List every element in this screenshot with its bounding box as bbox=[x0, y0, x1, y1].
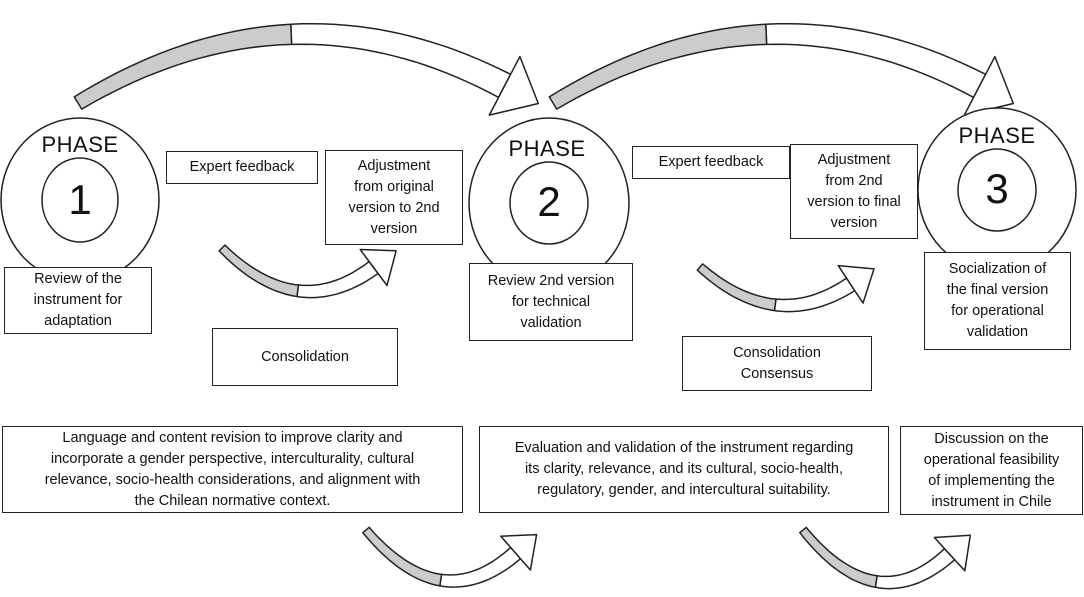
arrow-phase1-loop bbox=[218, 244, 397, 299]
phase-2-review-box: Review 2nd version for technical validat… bbox=[469, 263, 633, 341]
phase-1-description-box: Language and content revision to improve… bbox=[2, 426, 463, 513]
phase-1-expert-feedback-box: Expert feedback bbox=[166, 151, 318, 184]
phase-1-inner-circle bbox=[41, 157, 119, 243]
phase-3-review-box: Socialization of the final version for o… bbox=[924, 252, 1071, 350]
phase-2-consolidation-box: Consolidation Consensus bbox=[682, 336, 872, 391]
phase-2-description-box: Evaluation and validation of the instrum… bbox=[479, 426, 889, 513]
phase-1-review-box: Review of the instrument for adaptation bbox=[4, 267, 152, 334]
arrow-phase2-to-phase3 bbox=[548, 22, 1015, 116]
phase-2-number: 2 bbox=[537, 178, 561, 225]
arrow-phase2-loop bbox=[696, 263, 875, 313]
phase-1-label: PHASE bbox=[41, 132, 119, 157]
arrow-phase1-to-phase2 bbox=[73, 22, 540, 116]
phase-1-consolidation-box: Consolidation bbox=[212, 328, 398, 386]
phase-3-label: PHASE bbox=[958, 123, 1036, 148]
arrow-bottom-2-to-3 bbox=[799, 526, 972, 590]
phase-2-expert-feedback-box: Expert feedback bbox=[632, 146, 790, 179]
phase-circles bbox=[0, 107, 1077, 289]
phase-2-adjustment-box: Adjustment from 2nd version to final ver… bbox=[790, 144, 918, 239]
phase-2-inner-circle bbox=[509, 161, 589, 245]
phase-3-number: 3 bbox=[985, 165, 1009, 212]
phase-1-number: 1 bbox=[68, 176, 92, 223]
phase-2-label: PHASE bbox=[508, 136, 586, 161]
arrow-bottom-1-to-2 bbox=[362, 526, 538, 588]
curved-arrows bbox=[73, 22, 1015, 590]
phase-1-adjustment-box: Adjustment from original version to 2nd … bbox=[325, 150, 463, 245]
phase-3-description-box: Discussion on the operational feasibilit… bbox=[900, 426, 1083, 515]
phase-3-inner-circle bbox=[957, 148, 1037, 232]
